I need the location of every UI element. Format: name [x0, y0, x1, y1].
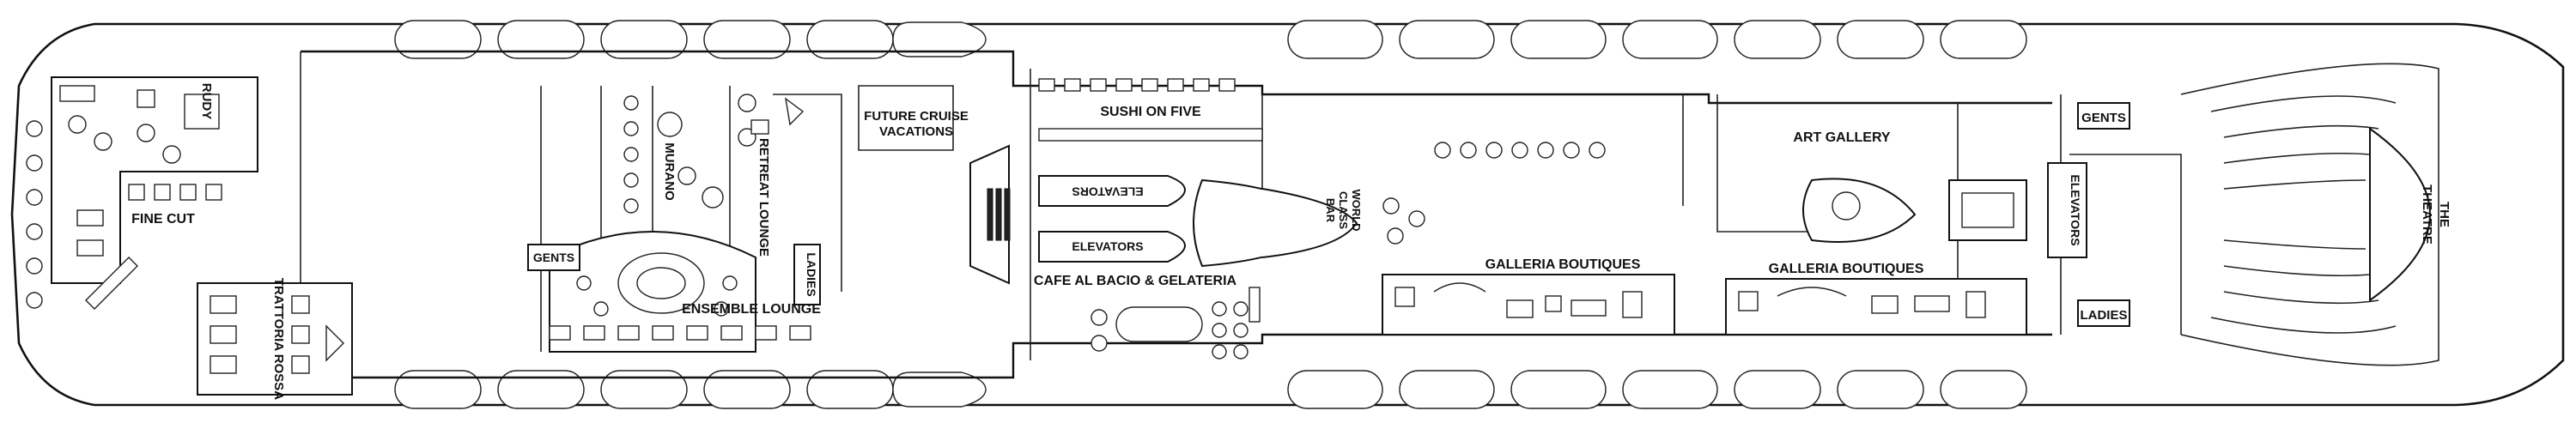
- label-the-theatre-1: THE: [2437, 202, 2451, 227]
- label-world-class-bar-1: WORLD: [1350, 189, 1363, 231]
- interior-walls: [300, 50, 2182, 379]
- cafe-al-bacio-area: [1091, 287, 1261, 360]
- label-trattoria-rossa: TRATTORIA ROSSA: [271, 278, 286, 400]
- label-gents-left: GENTS: [533, 251, 574, 264]
- lifeboats-top: [394, 20, 2027, 59]
- label-art-gallery: ART GALLERY: [1793, 130, 1891, 145]
- ensemble-lounge-area: [549, 231, 811, 353]
- label-elevators-fwd-bottom: ELEVATORS: [1072, 239, 1143, 253]
- label-galleria-boutiques-left: GALLERIA BOUTIQUES: [1485, 257, 1641, 272]
- label-ladies-right: LADIES: [2080, 308, 2127, 323]
- label-ladies-mid: LADIES: [805, 252, 818, 296]
- art-gallery-area: [1725, 178, 2027, 335]
- label-vacations: VACATIONS: [879, 124, 953, 139]
- label-future-cruise: FUTURE CRUISE: [864, 109, 969, 124]
- label-ensemble-lounge: ENSEMBLE LOUNGE: [682, 302, 821, 317]
- bow-dining: [26, 76, 258, 310]
- label-cafe-al-bacio: CAFE AL BACIO & GELATERIA: [1034, 274, 1237, 288]
- label-sushi-on-five: SUSHI ON FIVE: [1100, 105, 1201, 119]
- label-the-theatre-2: THEATRE: [2420, 184, 2434, 245]
- forward-elevator-lobby: [969, 144, 1425, 285]
- label-murano: MURANO: [662, 142, 677, 201]
- label-retreat-lounge: RETREAT LOUNGE: [756, 138, 771, 257]
- label-elevators-aft: ELEVATORS: [2069, 174, 2082, 245]
- murano-area: [623, 94, 805, 214]
- theatre-area: [2077, 63, 2439, 366]
- gents-left-room: [527, 244, 580, 271]
- lifeboats-bottom: [394, 370, 2027, 409]
- galleria-left-area: [1382, 142, 1675, 335]
- label-world-class-bar-3: BAR: [1324, 198, 1337, 223]
- sushi-on-five-area: [1038, 78, 1263, 142]
- trattoria-rossa-area: [197, 282, 353, 396]
- label-rudy: RUDY: [199, 83, 214, 120]
- label-gents-right: GENTS: [2081, 111, 2126, 125]
- ladies-mid-room: [793, 244, 821, 305]
- aft-elevators: [2047, 162, 2087, 258]
- label-galleria-boutiques-right: GALLERIA BOUTIQUES: [1769, 262, 1924, 276]
- label-world-class-bar-2: CLASS: [1337, 191, 1350, 229]
- label-fine-cut: FINE CUT: [131, 212, 195, 227]
- label-elevators-fwd-top: ELEVATORS: [1072, 184, 1143, 198]
